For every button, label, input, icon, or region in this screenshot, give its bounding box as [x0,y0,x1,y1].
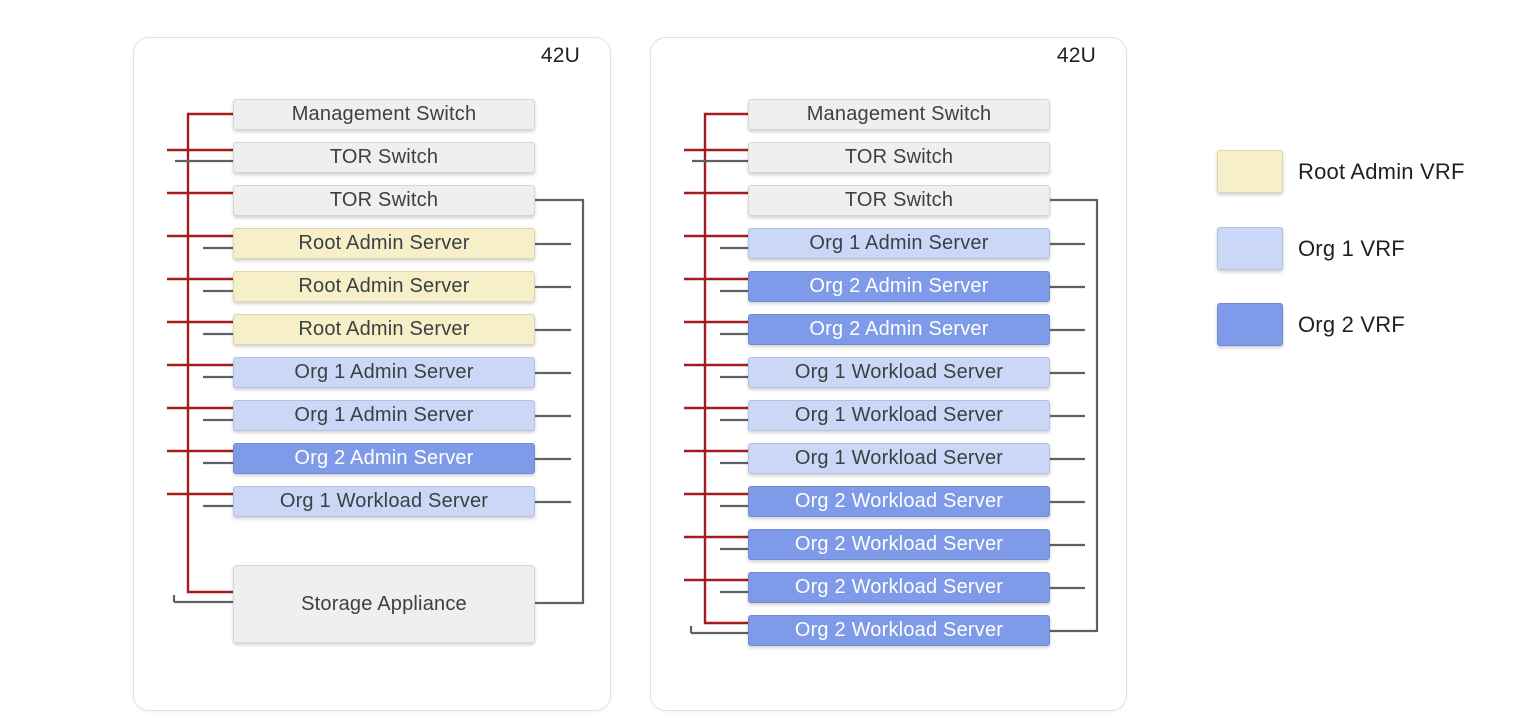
legend-item-org2-vrf: Org 2 VRF [1217,303,1405,346]
rack-unit-org1: Org 1 Admin Server [748,228,1050,259]
legend-label: Org 1 VRF [1298,235,1405,261]
legend-item-org1-vrf: Org 1 VRF [1217,227,1405,270]
rack-unit-label: Org 1 Workload Server [794,404,1004,426]
rack-unit-label: Root Admin Server [298,232,470,254]
rack-unit-org2: Org 2 Workload Server [748,572,1050,603]
root-admin-vrf-swatch [1217,150,1283,193]
rack-unit-label: Org 2 Admin Server [809,275,989,297]
rack-unit-org1: Org 1 Admin Server [233,357,535,388]
rack-unit-switch: TOR Switch [233,142,535,173]
rack-unit-org1: Org 1 Workload Server [233,486,535,517]
rack-unit-org1: Org 1 Workload Server [748,400,1050,431]
org2-vrf-swatch [1217,303,1283,346]
legend-label: Org 2 VRF [1298,311,1405,337]
rack-unit-org2: Org 2 Admin Server [233,443,535,474]
rack-unit-label: Org 2 Workload Server [794,533,1004,555]
rack-unit-label: Root Admin Server [298,318,470,340]
rack-unit-switch: TOR Switch [748,185,1050,216]
rack-unit-label: Management Switch [806,103,992,125]
rack-unit-label: Org 1 Workload Server [279,490,489,512]
rack-unit-root_admin: Root Admin Server [233,271,535,302]
rack-unit-org1: Org 1 Admin Server [233,400,535,431]
rack-unit-label: Storage Appliance [301,592,467,615]
rack-unit-label: TOR Switch [329,189,439,211]
org1-vrf-swatch [1217,227,1283,270]
rack-unit-storage: Storage Appliance [233,565,535,643]
rack-unit-switch: Management Switch [748,99,1050,130]
rack-1-capacity-label: 42U [540,44,580,67]
rack-2-capacity-label: 42U [1056,44,1096,67]
rack-unit-org2: Org 2 Workload Server [748,529,1050,560]
rack-unit-label: TOR Switch [844,146,954,168]
rack-unit-label: Management Switch [291,103,477,125]
rack-unit-switch: TOR Switch [748,142,1050,173]
rack-unit-label: Org 1 Admin Server [294,404,474,426]
rack-unit-label: Org 1 Workload Server [794,361,1004,383]
rack-1: 42U [133,37,611,711]
rack-unit-label: Root Admin Server [298,275,470,297]
rack-unit-label: TOR Switch [844,189,954,211]
rack-unit-org1: Org 1 Workload Server [748,357,1050,388]
rack-unit-label: Org 2 Admin Server [294,447,474,469]
rack-unit-switch: TOR Switch [233,185,535,216]
rack-unit-label: Org 1 Admin Server [294,361,474,383]
legend-item-root-admin-vrf: Root Admin VRF [1217,150,1465,193]
rack-unit-label: Org 2 Admin Server [809,318,989,340]
rack-unit-org2: Org 2 Admin Server [748,271,1050,302]
rack-unit-label: Org 2 Workload Server [794,576,1004,598]
rack-unit-root_admin: Root Admin Server [233,228,535,259]
rack-unit-org2: Org 2 Workload Server [748,615,1050,646]
rack-unit-root_admin: Root Admin Server [233,314,535,345]
rack-unit-label: Org 1 Workload Server [794,447,1004,469]
rack-unit-label: Org 2 Workload Server [794,619,1004,641]
rack-unit-label: TOR Switch [329,146,439,168]
rack-unit-label: Org 2 Workload Server [794,490,1004,512]
rack-unit-org1: Org 1 Workload Server [748,443,1050,474]
rack-unit-org2: Org 2 Workload Server [748,486,1050,517]
rack-unit-org2: Org 2 Admin Server [748,314,1050,345]
rack-unit-switch: Management Switch [233,99,535,130]
rack-unit-label: Org 1 Admin Server [809,232,989,254]
legend-label: Root Admin VRF [1298,158,1465,184]
rack-2: 42U [650,37,1127,711]
